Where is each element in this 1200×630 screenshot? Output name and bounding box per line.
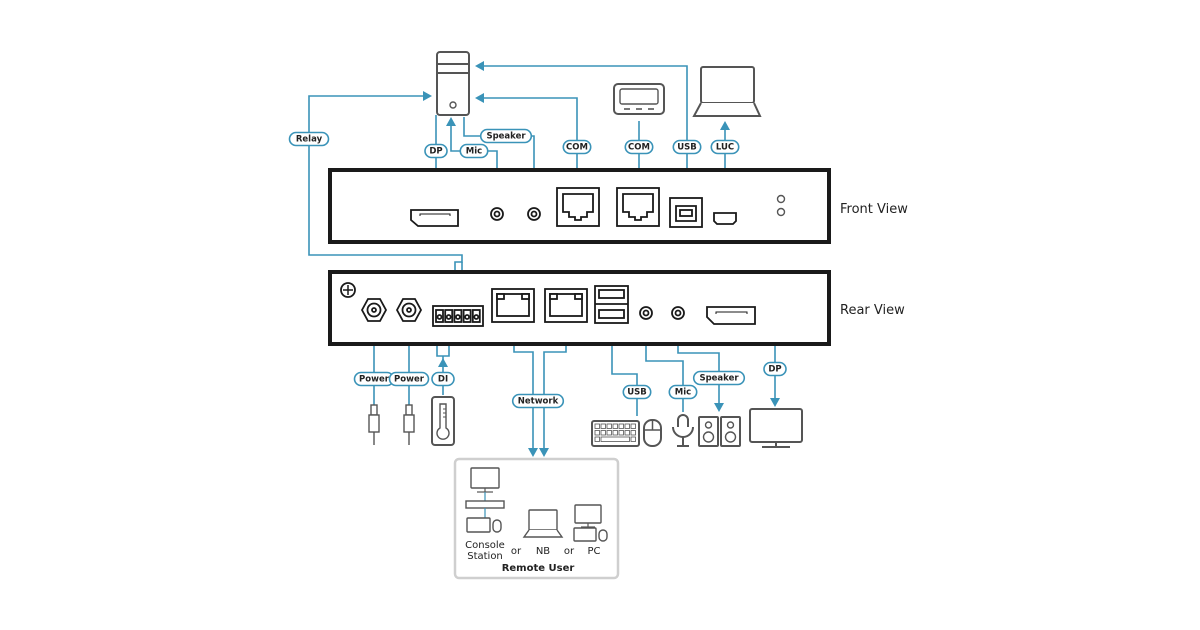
ground-screw-icon	[340, 282, 356, 298]
speaker-jack-front	[527, 207, 541, 221]
pc-label: PC	[587, 546, 600, 557]
label-text: Power	[394, 375, 425, 385]
luc-arrow	[720, 121, 730, 130]
label-usb-front: USB	[672, 139, 702, 155]
speaker-rear-arrow	[714, 403, 724, 412]
laptop-icon	[692, 66, 762, 117]
usb-b-port	[669, 197, 703, 228]
or-label-1: or	[511, 546, 522, 557]
label-com1: COM	[562, 139, 592, 155]
label-text: COM	[566, 143, 588, 153]
microphone-icon	[672, 414, 694, 447]
label-text: Network	[518, 397, 559, 407]
com2-port	[616, 187, 660, 227]
keyboard-icon	[591, 420, 640, 447]
remote-user-title: Remote User	[502, 563, 575, 574]
power-port-1	[360, 298, 388, 322]
label-speaker-rear: Speaker	[692, 370, 746, 386]
console-station-icon	[465, 467, 505, 533]
front-view-label: Front View	[840, 202, 908, 217]
power-port-2	[395, 298, 423, 322]
dp-port-rear	[706, 306, 756, 325]
label-text: DP	[768, 365, 781, 375]
led-2	[776, 207, 786, 217]
label-text: Speaker	[486, 132, 526, 142]
label-dp-rear: DP	[763, 361, 787, 377]
rear-view-panel	[328, 270, 831, 346]
remote-user-panel: Console Station or NB or PC Remote User	[453, 457, 620, 580]
label-text: COM	[628, 143, 650, 153]
label-luc: LUC	[710, 139, 740, 155]
power-plug-icon-1	[368, 404, 380, 445]
relay-wire	[308, 95, 463, 290]
label-text: Mic	[675, 388, 691, 398]
label-power2: Power	[388, 371, 430, 387]
label-text: Relay	[296, 135, 323, 145]
label-text: Power	[359, 375, 390, 385]
notebook-icon	[522, 509, 564, 538]
usb-front-arrow	[475, 61, 484, 71]
network-wire-1	[513, 330, 534, 450]
label-speaker-front: Speaker	[479, 128, 533, 144]
rear-view-label: Rear View	[840, 303, 905, 318]
mic-front-arrow	[446, 117, 456, 126]
mouse-icon	[643, 419, 662, 447]
label-text: USB	[677, 143, 697, 153]
label-mic-front: Mic	[459, 143, 489, 159]
led-1	[776, 194, 786, 204]
mic-jack-rear	[639, 306, 653, 320]
pc-tower-icon	[436, 51, 470, 116]
thermometer-icon	[431, 396, 455, 446]
console-label-1: Console	[465, 540, 505, 551]
com1-arrow	[475, 93, 484, 103]
label-text: DI	[438, 375, 448, 385]
label-power1: Power	[353, 371, 395, 387]
speaker-jack-rear	[671, 306, 685, 320]
mic-jack-front	[490, 207, 504, 221]
com1-wire	[482, 97, 578, 195]
label-com2: COM	[624, 139, 654, 155]
or-label-2: or	[564, 546, 575, 557]
speakers-icon	[698, 416, 741, 447]
power-plug-icon-2	[403, 404, 415, 445]
label-text: LUC	[716, 143, 734, 153]
dp-port-front	[410, 209, 459, 227]
network-arrow-down-2	[539, 448, 549, 457]
network-port-2	[544, 288, 588, 323]
label-text: DP	[429, 147, 442, 157]
di-arrow	[438, 358, 448, 367]
label-mic-rear: Mic	[668, 384, 698, 400]
network-port-1	[491, 288, 535, 323]
label-text: USB	[627, 388, 647, 398]
label-di: DI	[431, 371, 455, 387]
label-usb-rear: USB	[622, 384, 652, 400]
monitor-icon	[749, 408, 803, 448]
label-dp-front: DP	[424, 143, 448, 159]
dp-rear-arrow	[770, 398, 780, 407]
nb-label: NB	[536, 546, 550, 557]
luc-port	[713, 212, 737, 225]
label-text: Mic	[466, 147, 482, 157]
network-arrow-down-1	[528, 448, 538, 457]
label-relay: Relay	[288, 131, 330, 147]
label-text: Speaker	[699, 374, 739, 384]
relay-arrow	[423, 91, 432, 101]
pc-icon	[573, 504, 608, 542]
terminal-icon	[613, 83, 665, 115]
com1-port	[556, 187, 600, 227]
usb-a-ports	[594, 285, 629, 324]
terminal-block	[432, 305, 484, 327]
front-view-panel	[328, 168, 831, 244]
console-label-2: Station	[467, 551, 503, 562]
label-network: Network	[511, 393, 565, 409]
network-wire-2	[543, 330, 567, 450]
